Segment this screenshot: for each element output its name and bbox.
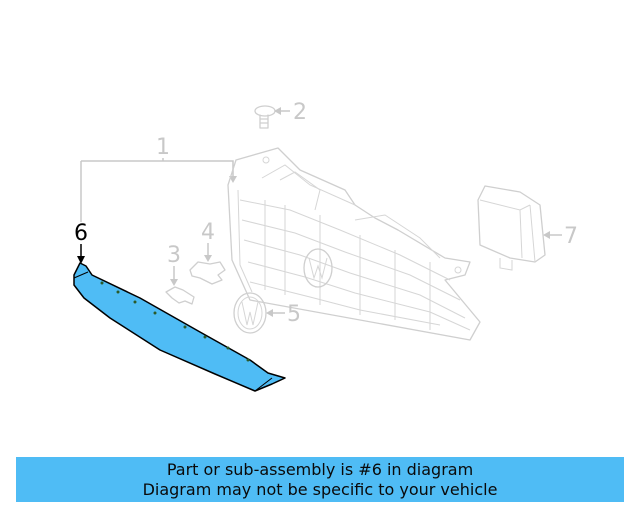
callout-4-label: 4 xyxy=(201,220,215,245)
callout-6[interactable]: 6 xyxy=(73,221,286,392)
bracket-icon xyxy=(189,261,226,285)
callout-4[interactable]: 4 xyxy=(189,220,226,285)
banner-line-1: Part or sub-assembly is #6 in diagram xyxy=(166,460,474,479)
callout-1-label: 1 xyxy=(156,135,170,160)
callout-7[interactable]: 7 xyxy=(477,185,578,271)
sensor-module-icon xyxy=(477,185,546,271)
callout-1[interactable]: 1 xyxy=(80,135,237,222)
info-banner: Part or sub-assembly is #6 in diagram Di… xyxy=(16,457,624,502)
callout-2-label: 2 xyxy=(293,100,307,125)
callout-6-label: 6 xyxy=(74,221,88,246)
clip-icon xyxy=(165,286,195,305)
callout-3[interactable]: 3 xyxy=(165,243,195,305)
callout-5[interactable]: 5 xyxy=(233,292,301,334)
screw-icon xyxy=(254,105,276,129)
callout-5-label: 5 xyxy=(287,302,301,327)
grille-icon xyxy=(227,147,481,341)
banner-line-2: Diagram may not be specific to your vehi… xyxy=(142,480,498,499)
callout-3-label: 3 xyxy=(167,243,181,268)
molding-strip-highlight[interactable] xyxy=(73,262,286,392)
callout-2[interactable]: 2 xyxy=(254,100,307,129)
callout-7-label: 7 xyxy=(564,224,578,249)
